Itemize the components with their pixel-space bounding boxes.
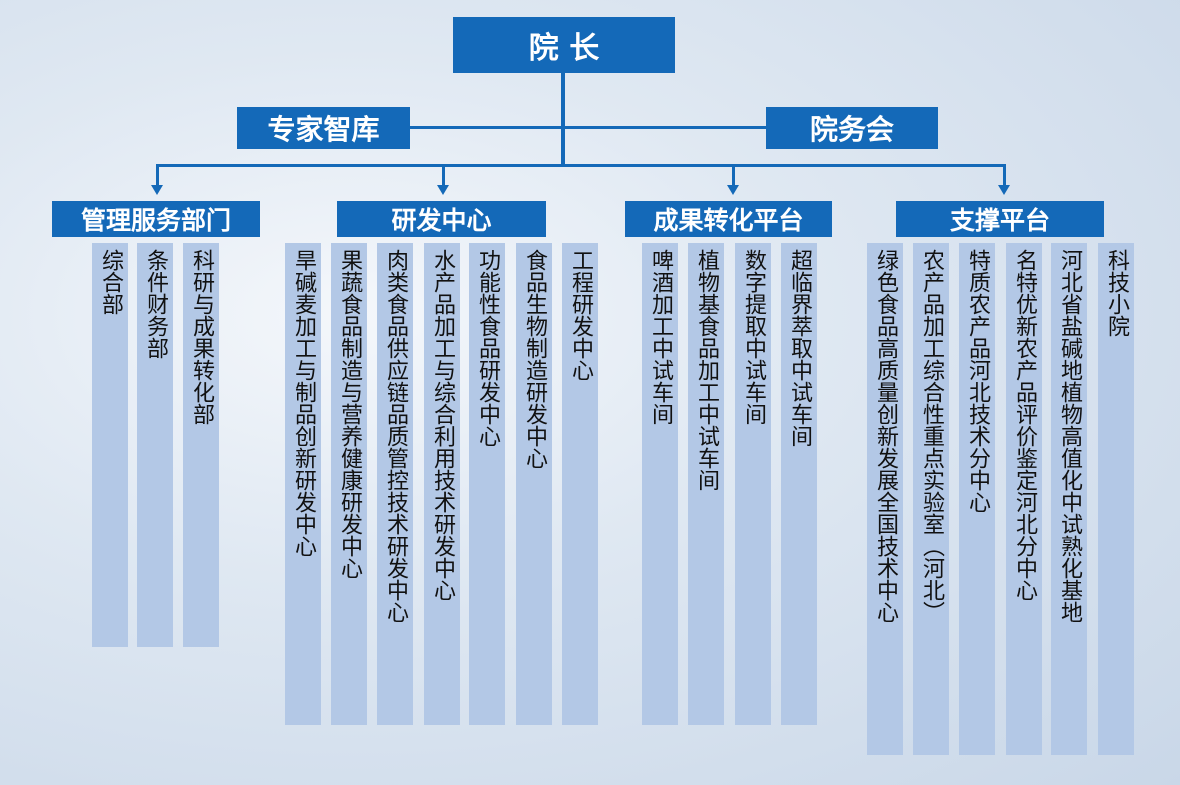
connector-line [732, 164, 735, 186]
unit-column: 食品生物制造研发中心 [516, 243, 552, 725]
arrow-down-icon [437, 185, 449, 195]
connector-line [156, 164, 1006, 167]
president-box: 院 长 [453, 17, 675, 73]
group-header-rnd: 研发中心 [337, 201, 546, 237]
connector-line [442, 164, 445, 186]
unit-column: 特质农产品河北技术分中心 [959, 243, 995, 755]
unit-column: 工程研发中心 [562, 243, 598, 725]
connector-line [156, 164, 159, 186]
connector-line [410, 126, 766, 129]
unit-column: 植物基食品加工中试车间 [688, 243, 724, 725]
expert-think-tank-box: 专家智库 [237, 107, 410, 149]
unit-column: 河北省盐碱地植物高值化中试熟化基地 [1051, 243, 1087, 755]
unit-column: 科研与成果转化部 [183, 243, 219, 647]
group-header-transfer: 成果转化平台 [625, 201, 832, 237]
unit-column: 农产品加工综合性重点实验室（河北） [913, 243, 949, 755]
unit-column: 啤酒加工中试车间 [642, 243, 678, 725]
group-header-support: 支撑平台 [896, 201, 1104, 237]
council-box: 院务会 [766, 107, 938, 149]
group-header-management: 管理服务部门 [52, 201, 260, 237]
arrow-down-icon [998, 185, 1010, 195]
unit-column: 数字提取中试车间 [735, 243, 771, 725]
unit-column: 超临界萃取中试车间 [781, 243, 817, 725]
unit-column: 条件财务部 [137, 243, 173, 647]
arrow-down-icon [727, 185, 739, 195]
unit-column: 综合部 [92, 243, 128, 647]
unit-column: 名特优新农产品评价鉴定河北分中心 [1006, 243, 1042, 755]
unit-column: 旱碱麦加工与制品创新研发中心 [285, 243, 321, 725]
unit-column: 功能性食品研发中心 [469, 243, 505, 725]
arrow-down-icon [151, 185, 163, 195]
unit-column: 果蔬食品制造与营养健康研发中心 [331, 243, 367, 725]
connector-line [1003, 164, 1006, 186]
unit-column: 肉类食品供应链品质管控技术研发中心 [377, 243, 413, 725]
unit-column: 水产品加工与综合利用技术研发中心 [424, 243, 460, 725]
unit-column: 科技小院 [1098, 243, 1134, 755]
connector-line [561, 73, 565, 167]
unit-column: 绿色食品高质量创新发展全国技术中心 [867, 243, 903, 755]
